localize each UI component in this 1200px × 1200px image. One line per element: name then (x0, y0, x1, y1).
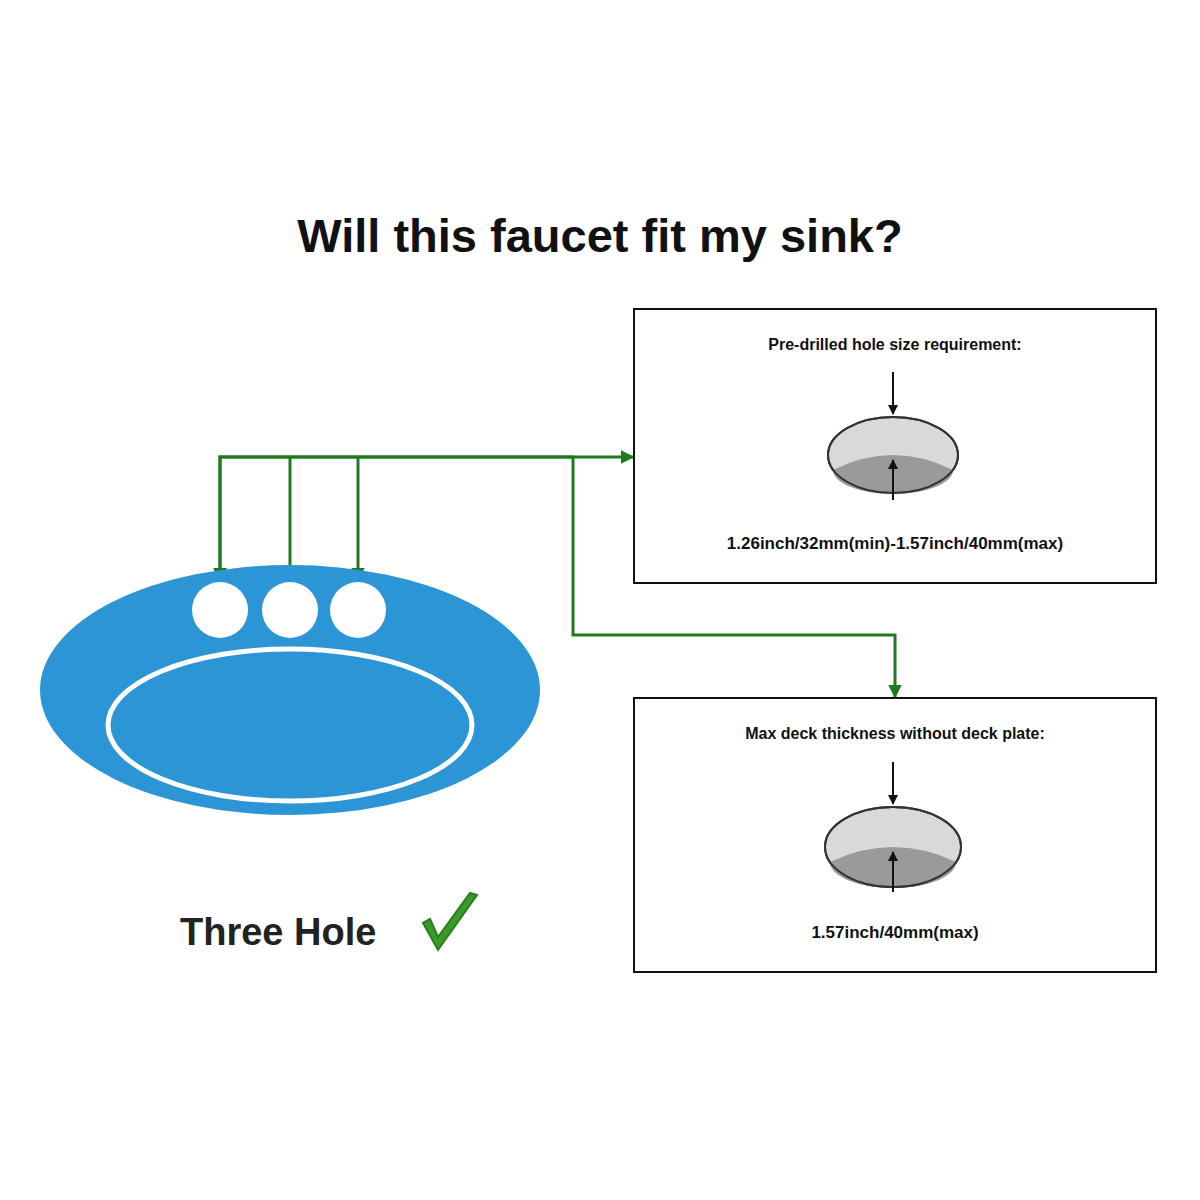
hole-illustration (825, 762, 961, 892)
sink-label: Three Hole (180, 911, 376, 954)
check-mark (423, 893, 477, 950)
split-wire (357, 457, 360, 580)
dimension-value: 1.57inch/40mm(max) (811, 923, 978, 943)
sink-outline (40, 565, 540, 965)
split-wire (289, 457, 292, 580)
dimension-value: 1.26inch/32mm(min)-1.57inch/40mm(max) (727, 534, 1063, 554)
info-box: Max deck thickness without deck plate: 1.… (633, 697, 1157, 973)
box-heading: Max deck thickness without deck plate: (745, 725, 1045, 743)
box-heading: Pre-drilled hole size requirement: (768, 336, 1021, 354)
connector-arrow (220, 457, 633, 580)
diagram-title: Will this faucet fit my sink? (0, 208, 1200, 263)
info-box: Pre-drilled hole size requirement: 1.26in… (633, 308, 1157, 584)
sink-shape: Three Hole (40, 565, 540, 965)
hole-illustration (828, 372, 958, 500)
